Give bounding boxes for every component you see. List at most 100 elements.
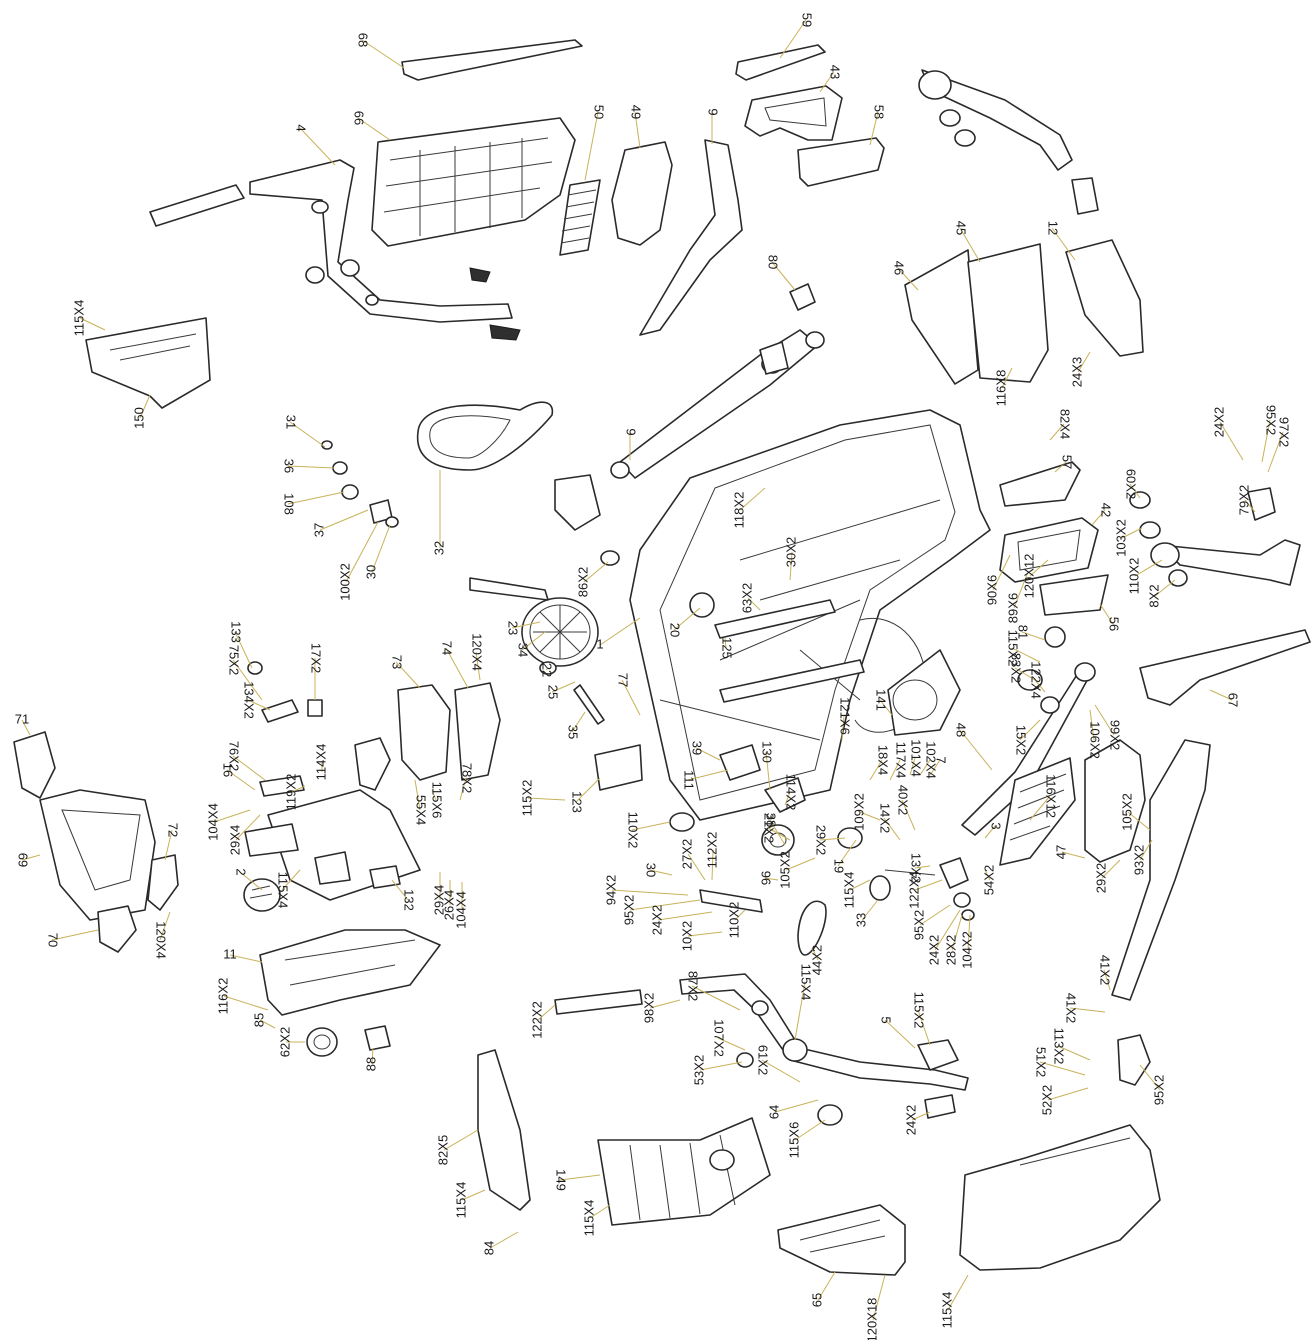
part-callout: 120X18 [864,1298,879,1340]
part-callout: 5 [879,1016,894,1023]
part-callout: 83X2 [1009,653,1024,683]
leader-line [287,465,335,469]
leader-line [695,747,721,761]
part-47-pedal [1084,739,1146,863]
grip [149,184,245,227]
part-callout: 76X2 [227,741,242,771]
part-84-shroud [597,1117,771,1226]
part-callout: 115X4 [799,964,814,1001]
leader-line [1091,509,1106,526]
part-callout: 7 [934,756,949,763]
part-callout: 58 [872,105,887,119]
leader-line [849,879,871,891]
leader-line [1219,421,1244,461]
part-callout: 25 [546,685,561,699]
part-callout: 79X2 [1236,485,1251,515]
part-callout: 73 [390,655,405,669]
part-callout: 130 [760,741,775,763]
leader-line [1094,704,1115,736]
part-59-bracket [735,44,826,81]
part-callout: 12 [1046,221,1061,235]
part-callout: 122X4 [1029,661,1044,699]
part-callout: 116X8 [993,370,1008,407]
upper-right-arm [921,69,1073,171]
leader-line [371,1047,374,1065]
part-callout: 19 [832,859,847,873]
part-callout: 100X2 [337,563,352,601]
part-callout: 52X2 [1039,1085,1054,1115]
leader-line [992,554,1011,591]
part-43-handle [744,85,843,141]
part-callout: 3 [989,822,1004,829]
part-callout: 110X2 [626,812,641,849]
part-callout: 105X2 [1119,793,1134,831]
leader-line [575,777,601,803]
leader-line [235,814,261,841]
part-callout: 29X2 [814,825,829,855]
part-callout: 115X2 [519,780,534,817]
leader-line [673,607,701,631]
part-callout: 41X2 [1064,993,1079,1023]
part-callout: 51X2 [1034,1047,1049,1077]
leader-line [489,1231,519,1249]
part-callout: 123 [570,791,585,813]
part-callout: 36 [282,459,297,473]
leader-line [883,817,901,841]
leader-line [919,904,951,926]
part-callout: 41X2 [1098,955,1113,985]
part-callout: 20 [668,623,683,637]
leader-line [649,999,681,1009]
leader-line [289,421,326,448]
leader-line [1121,527,1143,539]
leader-line [911,1111,931,1121]
part-callout: 82X4 [1058,409,1073,439]
leader-line [1127,811,1151,831]
part-4-handlebar [249,159,513,323]
leader-line [571,711,586,733]
part-callout: 50 [592,105,607,119]
part-68-rail-cover [401,39,583,81]
part-callout: 24X2 [649,905,664,935]
part-33-belt [797,900,827,956]
leader-line [884,1019,916,1049]
part-callout: 120X4 [154,921,169,959]
part-callout: 46 [892,261,907,275]
part-callout: 96 [759,871,774,885]
leader-line [1029,795,1051,821]
part-callout: 112X2 [704,832,719,869]
part-12-plate [1065,239,1144,357]
part-66-grid-panel [371,117,576,247]
leader-line [1089,709,1095,741]
part-callout: 109X2 [851,793,866,831]
part-callout: 104X4 [453,891,468,929]
part-150-bracket [85,317,211,409]
leader-line [232,659,263,701]
part-callout: 48 [954,723,969,737]
part-callout: 22 [540,663,555,677]
leader-line [794,981,806,1041]
part-callout: 115X6 [430,782,445,819]
part-callout: 24X2 [926,935,941,965]
part-callout: 75X2 [227,645,242,675]
leader-line [951,914,963,951]
part-46-pad [904,249,979,385]
leader-line [785,857,816,871]
leader-line [869,759,883,781]
part-callout: 56 [1107,617,1122,631]
part-callout: 61X2 [756,1045,771,1075]
part-callout: 149 [554,1169,569,1191]
leader-line [774,1099,819,1113]
part-callout: 11 [223,946,237,961]
leader-line [395,661,421,689]
leader-line [687,931,723,937]
leader-line [443,1129,479,1151]
leader-line [929,759,941,776]
part-callout: 95X2 [621,895,636,925]
part-callout: 90X6 [984,575,999,605]
part-callout: 78X2 [460,763,475,793]
part-callout: 63X2 [739,583,754,613]
leader-line [934,909,961,951]
part-callout: 108 [282,493,297,515]
leader-line [779,19,807,59]
leader-line [634,111,641,149]
